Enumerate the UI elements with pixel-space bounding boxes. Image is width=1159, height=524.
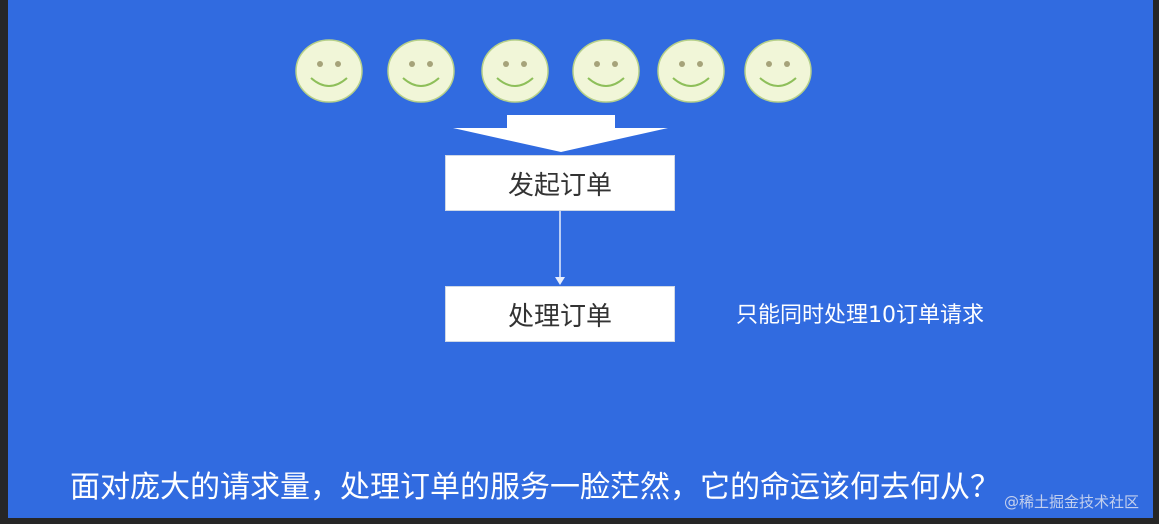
smiley-face-icon [657, 39, 725, 103]
process-order-box: 处理订单 [445, 286, 675, 342]
smiley-face-icon [387, 39, 455, 103]
watermark: @稀土掘金技术社区 [1003, 493, 1139, 511]
start-order-label: 发起订单 [507, 170, 612, 201]
slide: 发起订单 处理订单 只能同时处理10订单请求 面对庞大的请求量，处理订单的服务一… [8, 0, 1153, 518]
process-order-label: 处理订单 [507, 301, 612, 332]
smiley-face-icon [744, 39, 812, 103]
start-order-box: 发起订单 [445, 155, 675, 211]
smiley-face-icon [481, 39, 549, 103]
limit-note: 只能同时处理10订单请求 [736, 303, 984, 328]
connector-arrowhead-icon [555, 277, 565, 285]
smiley-face-icon [295, 39, 363, 103]
slide-caption: 面对庞大的请求量，处理订单的服务一脸茫然，它的命运该何去何从？ [70, 470, 1000, 505]
smiley-face-icon [572, 39, 640, 103]
user-faces-row [8, 0, 1153, 120]
big-down-arrow-icon [453, 115, 668, 152]
